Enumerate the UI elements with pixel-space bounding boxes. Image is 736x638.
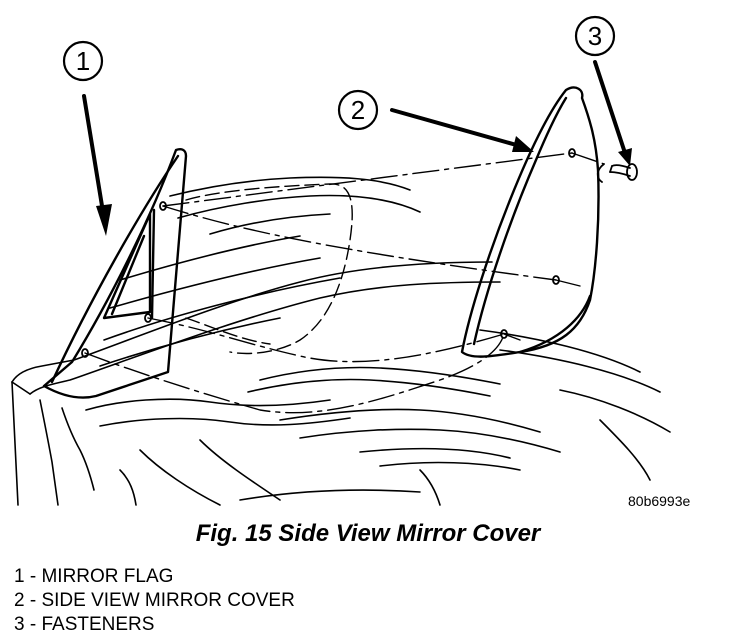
legend: 1 - MIRROR FLAG 2 - SIDE VIEW MIRROR COV… [14, 565, 295, 637]
drawing-code: 80b6993e [628, 493, 691, 509]
mirror-cover [460, 86, 600, 358]
legend-text: SIDE VIEW MIRROR COVER [41, 590, 295, 611]
callout-1-number: 1 [76, 46, 90, 76]
legend-number: 3 [14, 614, 25, 635]
legend-item: 2 - SIDE VIEW MIRROR COVER [14, 590, 295, 611]
fastener-screw [596, 163, 638, 183]
callout-2-circle [337, 89, 379, 131]
callout-2-number: 2 [351, 95, 365, 125]
alignment-lines [84, 152, 605, 414]
exploded-view-illustration: 1 2 3 [11, 15, 671, 506]
legend-number: 2 [14, 590, 25, 611]
phantom-outline [185, 183, 353, 355]
leader-arrows [82, 60, 628, 220]
callout-1-circle [62, 40, 104, 82]
callout-3-number: 3 [588, 21, 602, 51]
arrow-heads [96, 136, 632, 236]
mirror-flag [42, 148, 188, 399]
legend-text: MIRROR FLAG [41, 566, 174, 587]
callout-3-circle [574, 15, 616, 57]
legend-text: FASTENERS [41, 614, 155, 635]
figure-caption: Fig. 15 Side View Mirror Cover [195, 520, 541, 547]
legend-item: 3 - FASTENERS [14, 614, 155, 635]
legend-item: 1 - MIRROR FLAG [14, 566, 174, 587]
door-body [11, 176, 671, 506]
legend-number: 1 [14, 566, 25, 587]
